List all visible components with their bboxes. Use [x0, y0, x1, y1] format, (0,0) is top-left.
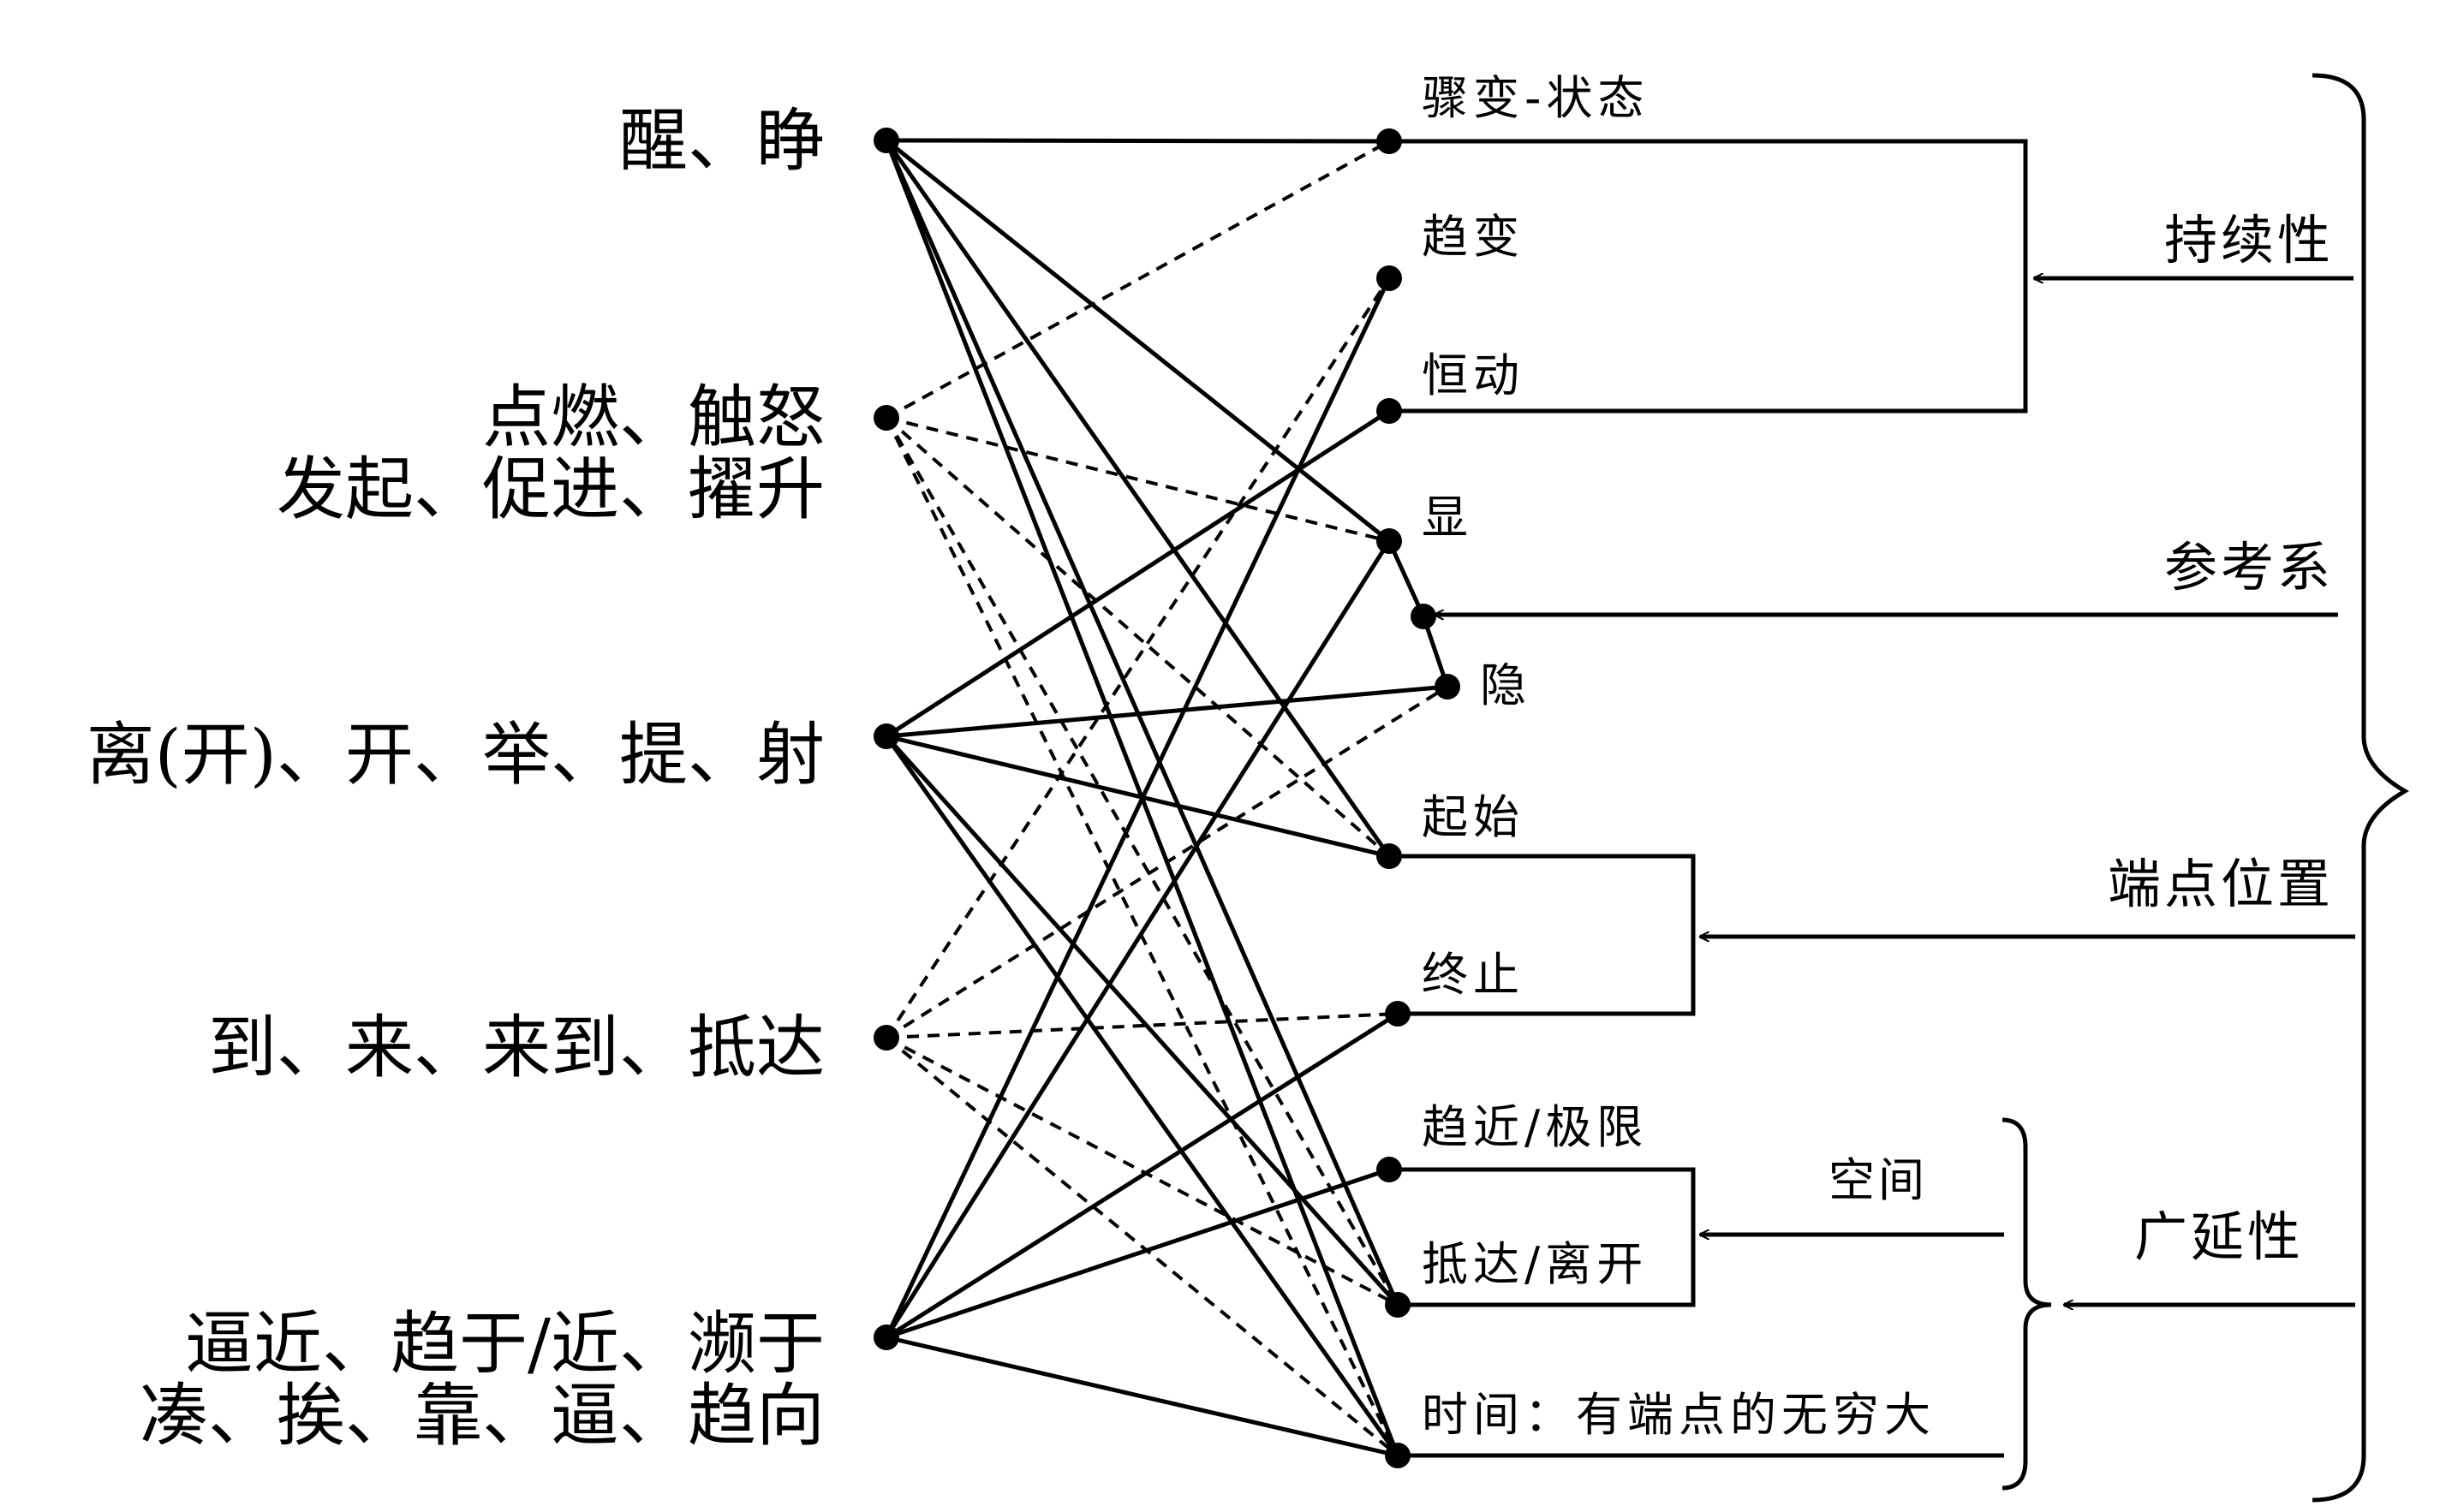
continuity-bracket: [1389, 139, 2028, 414]
node-dot-n5: [1435, 674, 1460, 699]
node-label-time: 时间：有端点的无穷大: [1422, 1388, 1936, 1442]
dashed-link-v4-n7: [886, 1012, 1399, 1039]
space-bracket: [1389, 1167, 1696, 1307]
dashed-link-v4-n5: [885, 685, 1449, 1039]
solid-link-v3-n10: [884, 735, 1400, 1457]
node-label-abrupt-change: 骤变-状态: [1422, 71, 1650, 125]
property-extension: 广延性: [2134, 1205, 2305, 1268]
node-dot-n2: [1376, 265, 1402, 291]
node-label-hidden: 隐: [1480, 658, 1531, 712]
node-label-arrive-leave: 抵达/离开: [1422, 1237, 1649, 1291]
node-dot-v4: [874, 1025, 899, 1051]
verb-group-1-line-1: 醒、睁: [619, 101, 825, 181]
node-label-start: 起始: [1422, 790, 1524, 844]
node-label-gradual-change: 趋变: [1422, 210, 1524, 264]
dashed-link-v4-n2: [885, 277, 1391, 1039]
node-dot-n4: [1376, 528, 1402, 554]
solid-link-v5-n10: [886, 1335, 1399, 1458]
solid-link-v1-n9: [884, 139, 1400, 1307]
verb-group-2-line-2: 发起、促进、擢升: [277, 449, 825, 529]
verb-group-2-line-1: 点燃、触怒: [482, 378, 825, 457]
solid-link-v3-n6: [886, 734, 1390, 859]
node-dot-n1: [1376, 128, 1402, 154]
dashed-link-v2-n1: [886, 140, 1390, 420]
property-reference-frame: 参考系: [2163, 536, 2334, 598]
solid-link-v3-n9: [885, 735, 1399, 1307]
node-dot-v5: [874, 1324, 899, 1350]
property-space: 空间: [1829, 1153, 1928, 1207]
dashed-link-v4-n9: [886, 1036, 1399, 1307]
node-dot-v1: [874, 128, 899, 153]
property-continuity: 持续性: [2163, 209, 2334, 271]
dot-layer: [874, 128, 1460, 1468]
node-dot-n9: [1385, 1292, 1411, 1318]
node-label-constant-motion: 恒动: [1422, 348, 1524, 402]
node-dot-n10: [1385, 1443, 1411, 1468]
property-connectors: [1387, 73, 2409, 1503]
solid-link-v1-n1: [886, 138, 1390, 144]
dashed-link-v2-n4: [886, 416, 1390, 543]
main-brace: [2312, 73, 2409, 1503]
node-dot-n6: [1376, 843, 1402, 869]
property-endpoint-position: 端点位置: [2107, 853, 2334, 915]
solid-link-v3-n5: [886, 684, 1448, 739]
node-label-approach-limit: 趋近/极限: [1422, 1100, 1649, 1154]
node-dot-v3: [874, 723, 899, 749]
solid-link-v5-n8: [886, 1167, 1390, 1340]
solid-link-v3-n3: [885, 408, 1391, 739]
endpoint-bracket: [1389, 854, 1696, 1016]
dashed-link-v2-n9: [885, 417, 1399, 1306]
node-dot-n3: [1376, 398, 1402, 424]
node-label-visible: 显: [1422, 491, 1473, 545]
verb-group-3-line-1: 离(开)、开、举、提、射: [86, 715, 825, 795]
solid-link-v1-n6: [884, 139, 1392, 858]
node-label-end: 终止: [1422, 948, 1524, 1002]
verb-group-5-line-2: 凑、挨、靠、逼、趋向: [140, 1376, 825, 1455]
dashed-link-v4-n10: [885, 1036, 1399, 1457]
link-layer: [884, 138, 1449, 1458]
node-dot-n8: [1376, 1157, 1402, 1182]
verb-group-4-line-1: 到、来、来到、抵达: [208, 1008, 825, 1087]
verb-group-5-line-1: 逼近、趋于/近、濒于: [185, 1304, 825, 1384]
node-dot-v2: [874, 405, 899, 431]
solid-link-v1-n4: [885, 139, 1391, 543]
node-dot-refmid: [1411, 604, 1436, 629]
dashed-link-v2-n10: [885, 417, 1399, 1456]
solid-link-v5-n4: [884, 539, 1392, 1339]
extension-brace: [2002, 1117, 2052, 1491]
node-dot-n7: [1385, 1001, 1411, 1027]
dashed-link-v2-n6: [885, 416, 1391, 858]
solid-link-v5-n7: [885, 1011, 1399, 1340]
solid-link-v5-n2: [884, 277, 1392, 1339]
